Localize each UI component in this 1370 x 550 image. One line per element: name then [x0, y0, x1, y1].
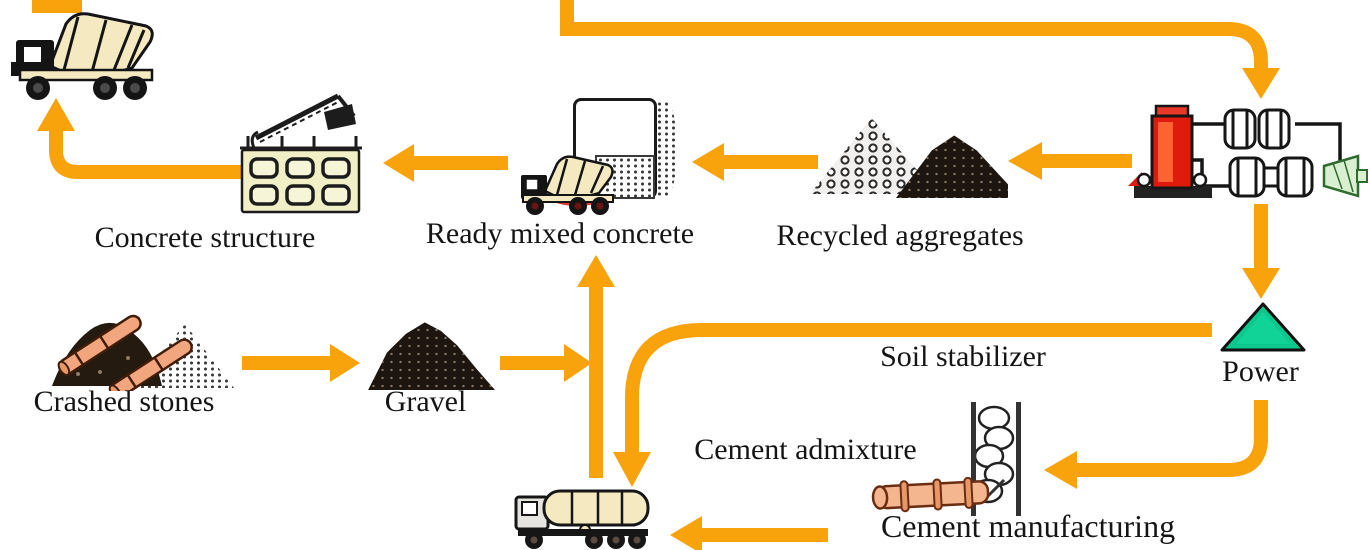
aggregate-piles-icon	[808, 112, 1008, 204]
label-cement-manufacturing: Cement manufacturing	[880, 508, 1176, 544]
arrowhead-into-mixer-truck	[37, 98, 75, 131]
preheater-tower-rotary-kiln-icon	[868, 398, 1038, 520]
label-crashed-stones: Crashed stones	[33, 385, 215, 418]
arrowhead-into-recycled-aggregates	[1008, 142, 1042, 180]
label-ready-mixed-concrete: Ready mixed concrete	[425, 217, 695, 250]
arrow-demolition-to-crusher	[560, 0, 1268, 70]
label-cement-admixture: Cement admixture	[694, 433, 917, 466]
arrowhead-left-into-cement-truck	[670, 516, 702, 550]
cement-tanker-truck-icon	[510, 483, 665, 550]
label-concrete-structure: Concrete structure	[94, 221, 316, 254]
arrowhead-into-junction	[564, 344, 592, 382]
label-soil-stabilizer: Soil stabilizer	[880, 340, 1046, 373]
arrowhead-into-ready-mixed	[692, 143, 724, 181]
arrowhead-into-concrete-structure	[383, 144, 414, 182]
arrowhead-into-power	[1242, 268, 1280, 299]
concrete-mixer-truck-icon	[8, 6, 173, 104]
arrowhead-into-gravel	[330, 344, 360, 382]
arrow-concrete-structure-to-mixer-truck	[49, 130, 246, 179]
red-vessel-crusher-drums-icon	[1128, 100, 1370, 208]
arrowhead-up-into-ready-mixed	[577, 255, 615, 287]
label-power: Power	[1222, 355, 1299, 388]
small-mixer-truck	[521, 155, 614, 215]
building-with-crane-icon	[238, 86, 366, 218]
arrow-stub-mixer-truck-offscreen	[32, 0, 82, 13]
stone-pile-with-pipes-icon	[48, 296, 238, 391]
batching-plant-mixer-truck-icon	[515, 93, 705, 217]
arrow-power-to-cement-truck-soil-stabilizer	[625, 323, 1212, 454]
green-triangle-icon	[1218, 300, 1308, 355]
arrowhead-down-into-cement-truck	[613, 452, 651, 487]
label-gravel: Gravel	[384, 385, 467, 418]
arrow-power-to-cement-manufacturing	[1077, 400, 1268, 477]
arrowhead-into-crusher	[1242, 68, 1280, 99]
arrowhead-into-cement-manufacturing	[1044, 451, 1077, 489]
green-cone-outlet	[1322, 154, 1360, 198]
label-recycled-aggregates: Recycled aggregates	[776, 219, 1024, 252]
recycled-aggregate-dark-pile	[896, 135, 1008, 198]
